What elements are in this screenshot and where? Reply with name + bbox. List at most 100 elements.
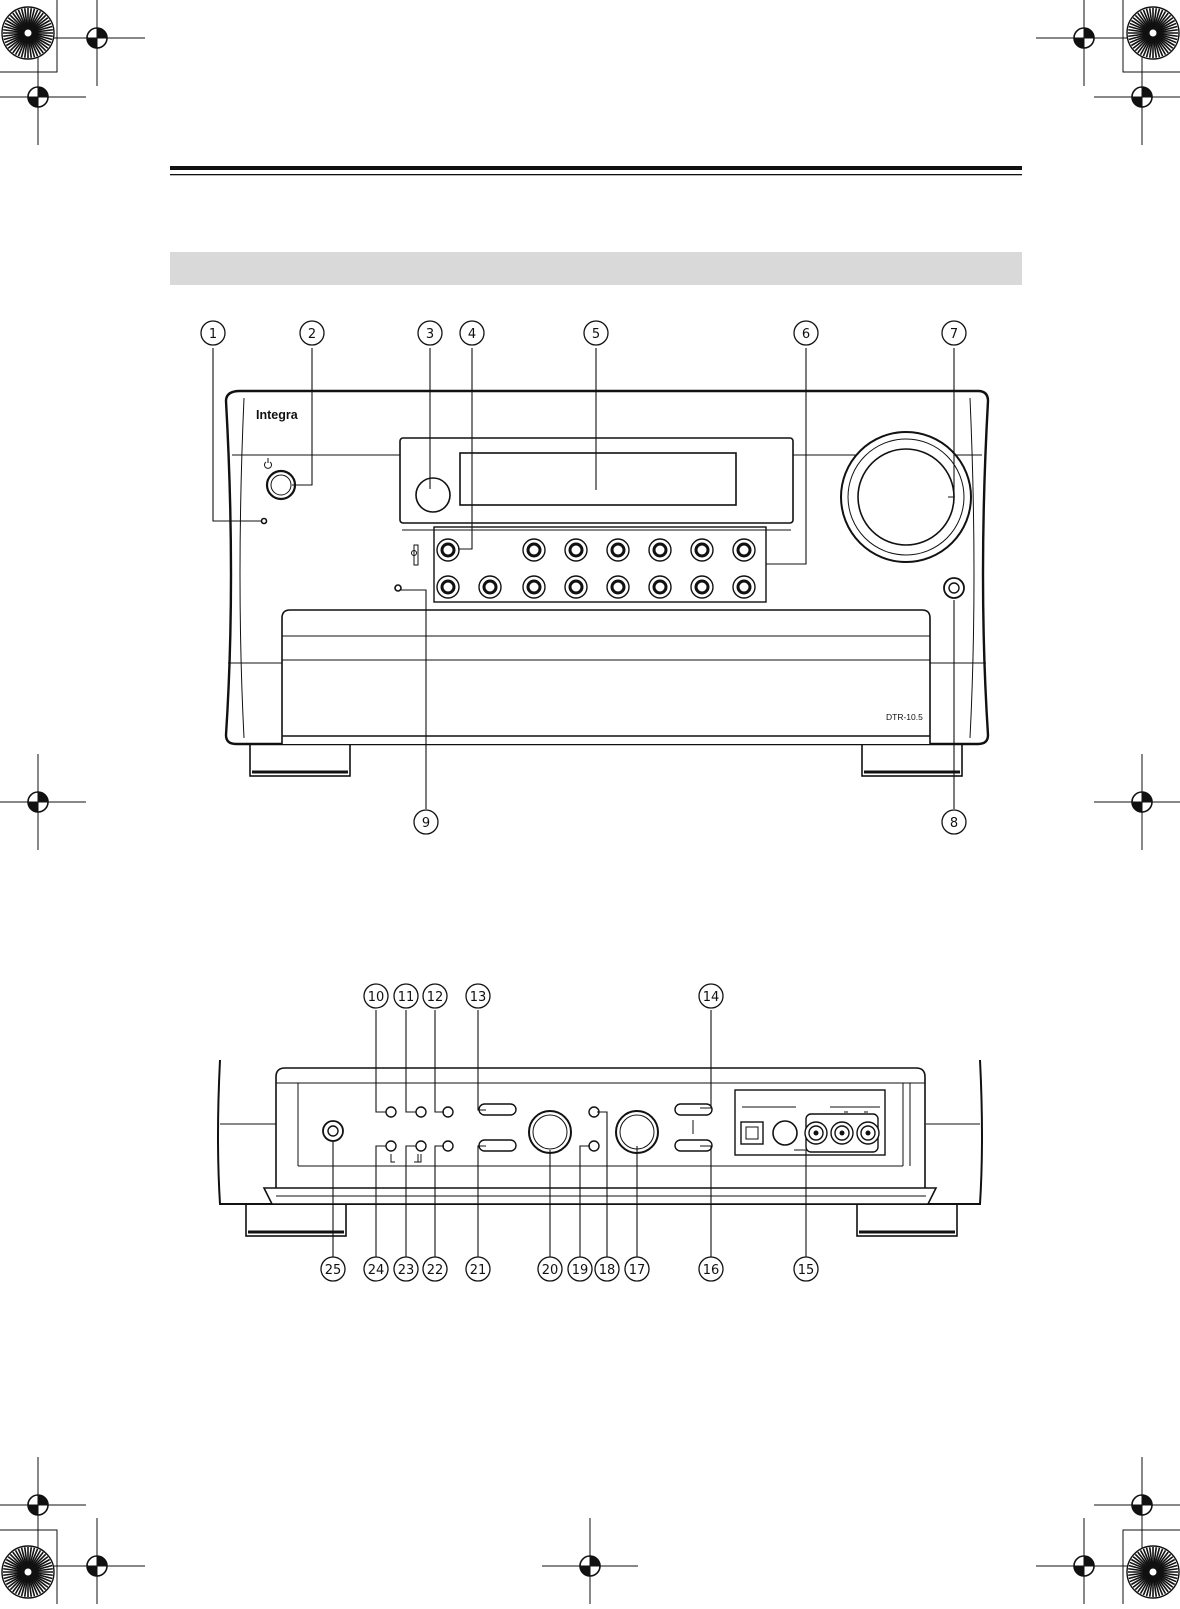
small-control-button[interactable] [589,1141,599,1151]
callout-number: 1 [209,327,217,342]
callout-9: 9 [414,810,438,834]
crosshair-target-icon [542,1518,638,1604]
crosshair-target-icon [1036,0,1132,86]
small-control-button[interactable] [443,1141,453,1151]
input-selector-button[interactable] [523,539,545,561]
rca-input-jack[interactable] [805,1122,827,1144]
input-selector-button[interactable] [649,539,671,561]
callout-23: 23 [394,1257,418,1281]
callout-2: 2 [300,321,324,345]
remote-sensor [416,478,450,512]
crosshair-target-icon [0,1457,86,1553]
brand-logo: Integra [256,408,299,422]
callout-number: 20 [542,1263,559,1278]
callout-number: 12 [427,990,444,1005]
callout-number: 6 [802,327,810,342]
crosshair-target-icon [0,49,86,145]
input-selector-button[interactable] [733,539,755,561]
crosshair-target-icon [49,0,145,86]
callout-17: 17 [625,1257,649,1281]
callout-number: 4 [468,327,476,342]
input-selector-button[interactable] [649,576,671,598]
callout-number: 3 [426,327,434,342]
callout-16: 16 [699,1257,723,1281]
callout-10: 10 [364,984,388,1008]
callout-number: 17 [629,1263,646,1278]
tone-knob-left [529,1111,571,1153]
callout-number: 22 [427,1263,444,1278]
input-selector-button[interactable] [733,576,755,598]
callout-number: 21 [470,1263,487,1278]
callout-21: 21 [466,1257,490,1281]
callout-12: 12 [423,984,447,1008]
starburst-disc-icon [2,1546,54,1598]
crosshair-target-icon [49,1518,145,1604]
callout-11: 11 [394,984,418,1008]
small-control-button[interactable] [386,1107,396,1117]
input-selector-button[interactable] [691,539,713,561]
input-selector-button[interactable] [607,576,629,598]
input-selector-button[interactable] [565,576,587,598]
rca-input-jack[interactable] [857,1122,879,1144]
callout-number: 9 [422,816,430,831]
callout-number: 2 [308,327,316,342]
phones-jack [944,578,964,598]
callout-number: 23 [398,1263,415,1278]
callout-number: 18 [599,1263,616,1278]
callout-24: 24 [364,1257,388,1281]
input-selector-button[interactable] [479,576,501,598]
front-door [282,610,930,744]
callout-number: 15 [798,1263,815,1278]
callout-number: 11 [398,990,415,1005]
input-selector-button[interactable] [691,576,713,598]
callout-number: 5 [592,327,600,342]
input-selector-button[interactable] [607,539,629,561]
model-label: DTR-10.5 [886,712,923,722]
callout-number: 19 [572,1263,589,1278]
callout-7: 7 [942,321,966,345]
callout-1: 1 [201,321,225,345]
callout-6: 6 [794,321,818,345]
header-rules [170,166,1022,175]
starburst-disc-icon [1127,7,1179,59]
callout-3: 3 [418,321,442,345]
callout-8: 8 [942,810,966,834]
callout-number: 7 [950,327,958,342]
callout-4: 4 [460,321,484,345]
starburst-disc-icon [1127,1546,1179,1598]
section-header-band [170,252,1022,285]
rca-input-jack[interactable] [831,1122,853,1144]
input-selector-button[interactable] [565,539,587,561]
callout-5: 5 [584,321,608,345]
crosshair-target-icon [0,754,86,850]
starburst-disc-icon [2,7,54,59]
input-selector-button[interactable] [437,576,459,598]
callout-13: 13 [466,984,490,1008]
callout-number: 14 [703,990,720,1005]
callout-15: 15 [794,1257,818,1281]
small-control-button[interactable] [443,1107,453,1117]
callout-number: 25 [325,1263,342,1278]
listening-mode-button[interactable] [437,539,459,561]
callout-number: 13 [470,990,487,1005]
small-control-button[interactable] [386,1141,396,1151]
callout-number: 24 [368,1263,385,1278]
callout-25: 25 [321,1257,345,1281]
small-control-button[interactable] [416,1141,426,1151]
callout-number: 10 [368,990,385,1005]
setup-mic-jack [323,1121,343,1141]
callout-14: 14 [699,984,723,1008]
callout-20: 20 [538,1257,562,1281]
callout-number: 16 [703,1263,720,1278]
callout-19: 19 [568,1257,592,1281]
callout-number: 8 [950,816,958,831]
fl-display [460,453,736,505]
crosshair-target-icon [1094,754,1180,850]
crosshair-target-icon [1036,1518,1132,1604]
input-selector-button[interactable] [523,576,545,598]
crosshair-target-icon [1094,1457,1180,1553]
small-control-button[interactable] [416,1107,426,1117]
